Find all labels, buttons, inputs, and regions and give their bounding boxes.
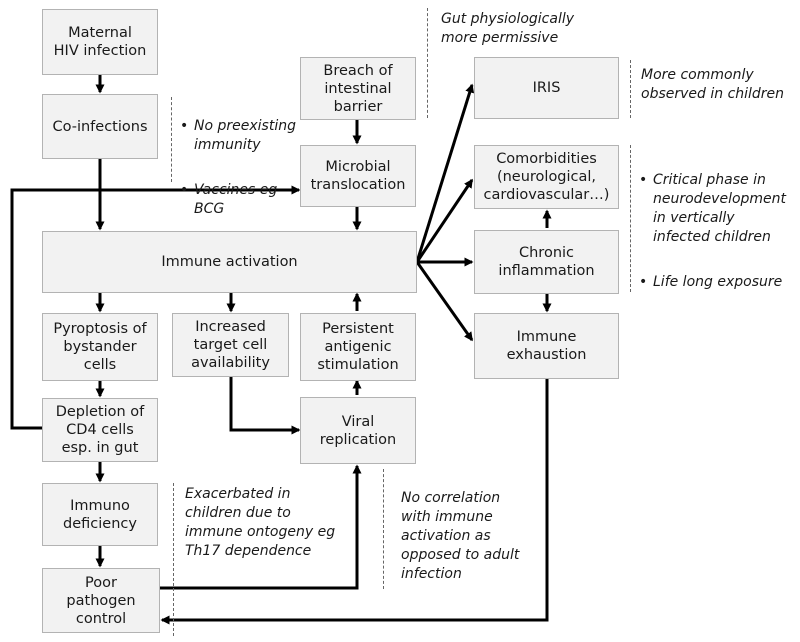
dash-comorbidities-note <box>630 145 631 292</box>
box-comorbidities: Comorbidities (neurological, cardiovascu… <box>474 145 619 209</box>
bullet-no-preexisting-immunity: No preexisting immunity <box>178 117 338 155</box>
bullet-life-long-exposure: Life long exposure <box>637 273 799 292</box>
bullet-critical-neurodevelopment: Critical phase in neurodevelopment in ve… <box>637 171 799 247</box>
arrow-activation-to-comorbidities <box>415 178 474 263</box>
arrow-poor-control-to-viral <box>160 464 362 590</box>
dash-gut-note <box>427 8 428 118</box>
box-viral-replication: Viral replication <box>300 397 416 464</box>
arrow-target-cell-to-viral <box>229 377 301 435</box>
note-iris-children: More commonly observed in children <box>641 67 785 102</box>
box-immune-activation: Immune activation <box>42 231 417 293</box>
box-persistent-antigenic-stimulation: Persistent antigenic stimulation <box>300 313 416 381</box>
note-comorbidities-bullets: Critical phase in neurodevelopment in ve… <box>637 152 799 318</box>
box-immune-exhaustion: Immune exhaustion <box>474 313 619 379</box>
box-poor-pathogen-control: Poor pathogen control <box>42 568 160 633</box>
arrow-exhaustion-to-poor-control <box>160 379 549 625</box>
box-iris: IRIS <box>474 57 619 119</box>
dash-exacerbated-note <box>173 483 174 636</box>
box-immunodeficiency: Immuno deficiency <box>42 483 158 546</box>
arrow-depletion-to-microbial <box>10 185 301 430</box>
dash-no-correlation-note <box>383 469 384 589</box>
box-chronic-inflammation: Chronic inflammation <box>474 230 619 294</box>
box-coinfections: Co-infections <box>42 94 158 159</box>
box-target-cell-availability: Increased target cell availability <box>172 313 289 377</box>
note-coinfection-bullets: No preexisting immunity Vaccines eg BCG <box>178 98 338 245</box>
dash-iris-note <box>630 60 631 118</box>
box-breach-intestinal-barrier: Breach of intestinal barrier <box>300 57 416 120</box>
arrow-activation-to-iris <box>415 83 475 263</box>
note-gut-permissive: Gut physiologically more permissive <box>441 11 575 46</box>
box-depletion-cd4: Depletion of CD4 cells esp. in gut <box>42 398 158 462</box>
box-pyroptosis: Pyroptosis of bystander cells <box>42 313 158 381</box>
note-exacerbated-children: Exacerbated in children due to immune on… <box>185 486 336 559</box>
bullet-vaccines-bcg: Vaccines eg BCG <box>178 181 338 219</box>
arrow-activation-to-exhaustion <box>415 261 474 342</box>
box-maternal-hiv: Maternal HIV infection <box>42 9 158 75</box>
note-no-correlation: No correlation with immune activation as… <box>401 490 520 582</box>
dash-coinfections-note <box>171 97 172 182</box>
